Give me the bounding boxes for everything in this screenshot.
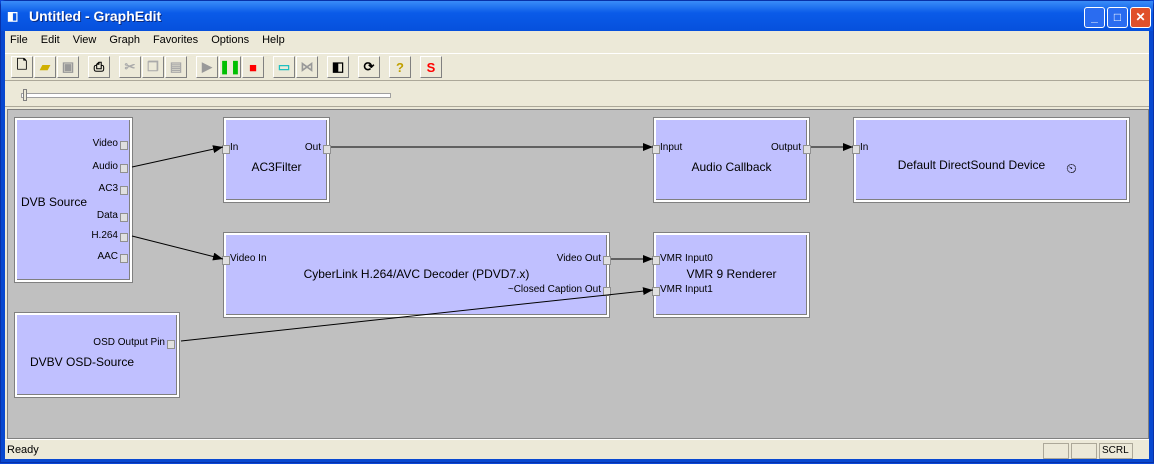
filter-ac3filter[interactable]: AC3Filter In Out <box>221 117 332 203</box>
status-bar: Ready SCRL <box>5 439 1149 459</box>
save-icon[interactable]: ▣ <box>57 56 79 78</box>
filter-cyberlink-decoder[interactable]: CyberLink H.264/AVC Decoder (PDVD7.x) Vi… <box>222 232 612 318</box>
filter-dvbv-osd-source[interactable]: DVBV OSD-Source OSD Output Pin <box>14 312 180 398</box>
s-icon[interactable]: S <box>420 56 442 78</box>
menu-favorites[interactable]: Favorites <box>152 34 199 46</box>
pin-ac3[interactable]: AC3 <box>98 183 129 195</box>
menu-file[interactable]: File <box>10 34 28 46</box>
filter-vmr9-renderer[interactable]: VMR 9 Renderer VMR Input0 VMR Input1 <box>652 232 810 318</box>
pin-vmr-input1[interactable]: VMR Input1 <box>652 284 713 296</box>
help-icon[interactable]: ? <box>389 56 411 78</box>
disconnect-icon[interactable]: ⋈ <box>296 56 318 78</box>
title-bar: ◧ Untitled - GraphEdit _ □ ✕ <box>1 1 1153 31</box>
status-pane <box>1043 443 1069 459</box>
pin-input[interactable]: Input <box>651 142 683 154</box>
insert-filter-icon[interactable]: ▭ <box>273 56 295 78</box>
pin-data[interactable]: Data <box>96 210 129 222</box>
stop-icon[interactable]: ■ <box>242 56 264 78</box>
graphedit-icon[interactable]: ◧ <box>327 56 349 78</box>
filter-name: Audio Callback <box>691 160 772 174</box>
pin-in[interactable]: In <box>221 142 239 154</box>
copy-icon[interactable]: ❐ <box>142 56 164 78</box>
pin-output[interactable]: Output <box>770 142 812 154</box>
status-pane <box>1071 443 1097 459</box>
pin-video-out[interactable]: Video Out <box>556 253 612 265</box>
refresh-icon[interactable]: ⟳ <box>358 56 380 78</box>
seek-thumb[interactable] <box>23 89 27 101</box>
paste-icon[interactable]: ▤ <box>165 56 187 78</box>
pin-osd-output[interactable]: OSD Output Pin <box>93 337 175 349</box>
menu-edit[interactable]: Edit <box>40 34 60 46</box>
minimize-button[interactable]: _ <box>1084 7 1105 28</box>
new-icon[interactable]: 🗋 <box>11 56 33 78</box>
menu-options[interactable]: Options <box>211 34 250 46</box>
open-icon[interactable]: ▰ <box>34 56 56 78</box>
pin-closed-caption-out[interactable]: ~Closed Caption Out <box>507 284 612 296</box>
menu-bar: File Edit View Graph Favorites Options H… <box>5 31 1149 49</box>
pin-aac[interactable]: AAC <box>97 251 128 263</box>
status-text: Ready <box>7 444 39 456</box>
menu-graph[interactable]: Graph <box>109 34 140 46</box>
filter-name: AC3Filter <box>251 160 302 174</box>
filter-directsound[interactable]: Default DirectSound Device ⏲ In <box>851 117 1130 203</box>
print-icon[interactable]: ⎙ <box>88 56 110 78</box>
pin-video[interactable]: Video <box>92 138 129 150</box>
cut-icon[interactable]: ✂ <box>119 56 141 78</box>
close-button[interactable]: ✕ <box>1130 7 1151 28</box>
status-scrl: SCRL <box>1099 443 1133 459</box>
filter-dvb-source[interactable]: DVB Source Video Audio AC3 Data H.264 AA… <box>14 117 133 283</box>
pin-video-in[interactable]: Video In <box>222 253 267 265</box>
filter-name: DVBV OSD-Source <box>29 355 135 369</box>
filter-name: Default DirectSound Device <box>897 158 1046 172</box>
clock-icon: ⏲ <box>1066 160 1077 176</box>
pin-in[interactable]: In <box>851 142 869 154</box>
pause-icon[interactable]: ❚❚ <box>219 56 241 78</box>
seek-bar <box>5 83 1149 107</box>
pin-out[interactable]: Out <box>304 142 332 154</box>
seek-track[interactable] <box>21 93 391 98</box>
filter-name: CyberLink H.264/AVC Decoder (PDVD7.x) <box>303 267 530 281</box>
filter-name: DVB Source <box>21 195 88 209</box>
window-title: Untitled - GraphEdit <box>29 8 162 24</box>
maximize-button[interactable]: □ <box>1107 7 1128 28</box>
pin-audio[interactable]: Audio <box>92 161 128 173</box>
filter-name: VMR 9 Renderer <box>686 267 777 281</box>
menu-help[interactable]: Help <box>262 34 285 46</box>
play-icon[interactable]: ▶ <box>196 56 218 78</box>
filter-audio-callback[interactable]: Audio Callback Input Output <box>651 117 812 203</box>
pin-h264[interactable]: H.264 <box>91 230 128 242</box>
pin-vmr-input0[interactable]: VMR Input0 <box>652 253 713 265</box>
toolbar: 🗋 ▰ ▣ ⎙ ✂ ❐ ▤ ▶ ❚❚ ■ ▭ ⋈ ◧ ⟳ ? S <box>5 53 1149 81</box>
menu-view[interactable]: View <box>72 34 97 46</box>
app-icon: ◧ <box>7 9 19 23</box>
